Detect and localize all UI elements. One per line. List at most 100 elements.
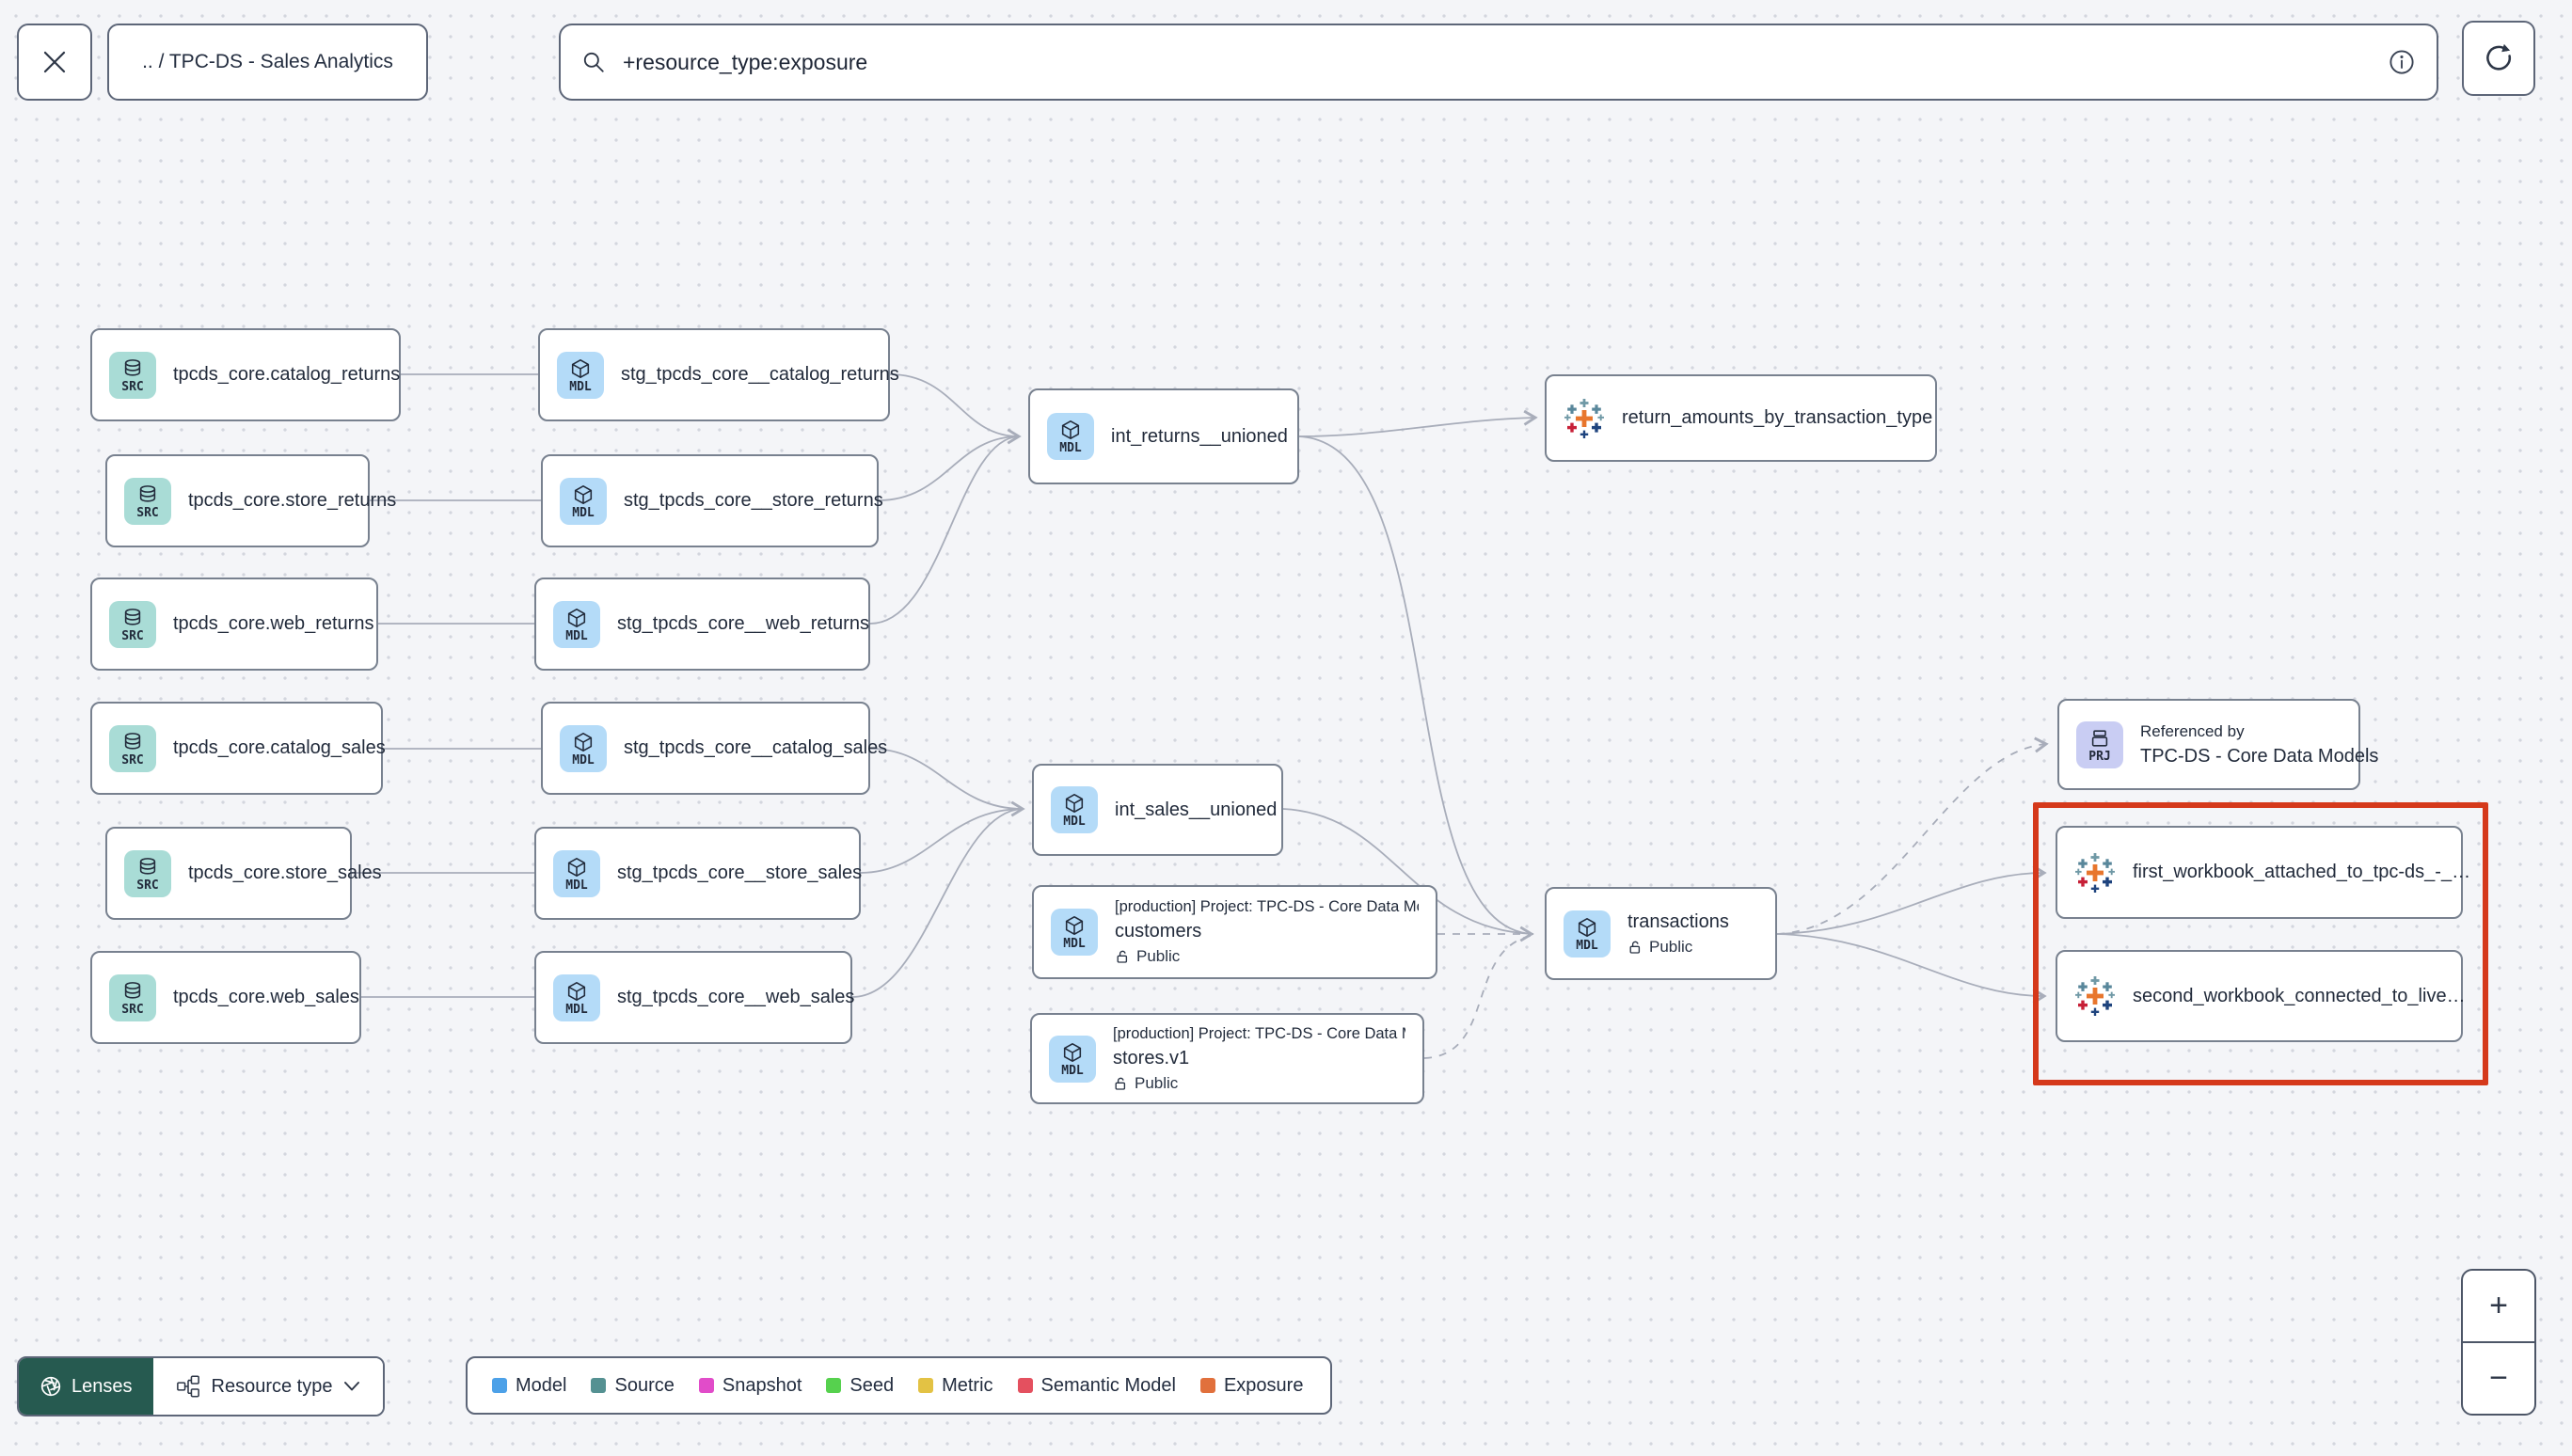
snapshot-swatch — [698, 1378, 714, 1393]
node-src-tpcds-core-store-sales[interactable]: SRC tpcds_core.store_sales — [105, 827, 382, 920]
node-exposure-second-workbook[interactable]: second_workbook_connected_to_live… — [2056, 950, 2466, 1042]
aperture-icon — [40, 1376, 61, 1397]
model-badge: MDL — [553, 973, 600, 1021]
node-label: stores.v1 — [1113, 1047, 1190, 1068]
model-badge: MDL — [553, 849, 600, 897]
source-swatch — [591, 1378, 607, 1393]
node-stg-tpcds-core-catalog-returns[interactable]: MDL stg_tpcds_core__catalog_returns — [538, 328, 899, 421]
lock-open-icon — [1113, 1076, 1128, 1091]
node-stg-tpcds-core-store-returns[interactable]: MDL stg_tpcds_core__store_returns — [541, 454, 883, 547]
access-label: Public — [1649, 937, 1693, 956]
node-int-sales-unioned[interactable]: MDL int_sales__unioned — [1032, 764, 1283, 856]
node-label: tpcds_core.web_returns — [173, 613, 374, 634]
source-badge: SRC — [109, 351, 156, 399]
access-row: Public — [1113, 1074, 1405, 1093]
legend-item-seed: Seed — [826, 1375, 894, 1397]
node-transactions[interactable]: MDL transactions Public — [1545, 887, 1777, 980]
legend-item-metric: Metric — [918, 1375, 993, 1397]
node-label: second_workbook_connected_to_live… — [2133, 985, 2466, 1006]
node-label: customers — [1115, 921, 1202, 942]
zoom-out-button[interactable]: − — [2463, 1343, 2534, 1414]
node-stg-tpcds-core-catalog-sales[interactable]: MDL stg_tpcds_core__catalog_sales — [541, 702, 887, 795]
node-label: first_workbook_attached_to_tpc-ds_-_… — [2133, 862, 2471, 882]
model-badge: MDL — [1051, 786, 1098, 833]
refresh-button[interactable] — [2462, 21, 2535, 96]
exposure-swatch — [1199, 1378, 1215, 1393]
node-src-tpcds-core-web-returns[interactable]: SRC tpcds_core.web_returns — [90, 578, 378, 671]
refresh-icon — [2486, 43, 2512, 71]
model-badge: MDL — [557, 351, 604, 399]
seed-swatch — [826, 1378, 842, 1393]
close-button[interactable] — [17, 24, 92, 101]
node-exposure-return-amounts-by-transaction-type[interactable]: return_amounts_by_transaction_type — [1545, 374, 1937, 462]
metric-swatch — [918, 1378, 934, 1393]
model-swatch — [492, 1378, 507, 1393]
node-stg-tpcds-core-store-sales[interactable]: MDL stg_tpcds_core__store_sales — [534, 827, 863, 920]
model-badge: MDL — [553, 600, 600, 648]
model-badge: MDL — [1564, 910, 1611, 957]
lenses-label: Lenses — [71, 1375, 133, 1397]
legend-item-model: Model — [492, 1375, 566, 1397]
lens-selector-resource-type[interactable]: Resource type — [152, 1358, 384, 1415]
node-label: stg_tpcds_core__web_returns — [617, 613, 869, 634]
lock-open-icon — [1115, 949, 1130, 964]
node-label: TPC-DS - Core Data Models — [2140, 745, 2379, 767]
legend-item-semantic-model: Semantic Model — [1017, 1375, 1176, 1397]
node-int-returns-unioned[interactable]: MDL int_returns__unioned — [1028, 388, 1299, 484]
node-label: tpcds_core.store_returns — [188, 490, 397, 511]
search-input[interactable] — [621, 48, 2373, 76]
lens-selector-label: Resource type — [211, 1375, 333, 1397]
zoom-controls: + − — [2461, 1269, 2536, 1416]
info-icon[interactable] — [2388, 48, 2416, 76]
lenses-control: Lenses Resource type — [17, 1356, 386, 1416]
node-label: stg_tpcds_core__store_sales — [617, 863, 863, 883]
minus-icon: − — [2489, 1360, 2508, 1396]
source-badge: SRC — [124, 477, 171, 525]
node-label: stg_tpcds_core__catalog_returns — [621, 364, 899, 385]
semantic-model-swatch — [1017, 1378, 1033, 1393]
node-exposure-first-workbook[interactable]: first_workbook_attached_to_tpc-ds_-_… — [2056, 826, 2470, 919]
node-customers[interactable]: MDL [production] Project: TPC-DS - Core … — [1032, 885, 1437, 979]
node-label: tpcds_core.web_sales — [173, 987, 359, 1007]
legend: Model Source Snapshot Seed Metric Semant… — [466, 1356, 1332, 1415]
source-badge: SRC — [124, 849, 171, 897]
source-badge: SRC — [109, 600, 156, 648]
tableau-icon — [1564, 398, 1605, 439]
node-label: stg_tpcds_core__store_returns — [624, 490, 883, 511]
model-badge: MDL — [1051, 909, 1098, 956]
legend-item-exposure: Exposure — [1199, 1375, 1303, 1397]
node-label: transactions — [1627, 910, 1729, 932]
node-stg-tpcds-core-web-returns[interactable]: MDL stg_tpcds_core__web_returns — [534, 578, 870, 671]
node-label: tpcds_core.catalog_sales — [173, 737, 386, 758]
search-bar — [559, 24, 2438, 101]
breadcrumb[interactable]: .. / TPC-DS - Sales Analytics — [107, 24, 428, 101]
node-label: stg_tpcds_core__web_sales — [617, 987, 855, 1007]
access-row: Public — [1115, 947, 1419, 966]
project-badge: PRJ — [2076, 720, 2123, 768]
node-src-tpcds-core-catalog-sales[interactable]: SRC tpcds_core.catalog_sales — [90, 702, 386, 795]
node-stg-tpcds-core-web-sales[interactable]: MDL stg_tpcds_core__web_sales — [534, 951, 855, 1044]
zoom-in-button[interactable]: + — [2463, 1271, 2534, 1343]
node-src-tpcds-core-store-returns[interactable]: SRC tpcds_core.store_returns — [105, 454, 396, 547]
model-badge: MDL — [1047, 413, 1094, 460]
lenses-button[interactable]: Lenses — [19, 1358, 153, 1415]
legend-item-snapshot: Snapshot — [698, 1375, 802, 1397]
chevron-down-icon — [344, 1382, 360, 1391]
access-row: Public — [1627, 938, 1729, 957]
node-src-tpcds-core-catalog-returns[interactable]: SRC tpcds_core.catalog_returns — [90, 328, 401, 421]
resource-type-icon — [176, 1375, 199, 1398]
source-badge: SRC — [109, 724, 156, 772]
access-label: Public — [1135, 1073, 1179, 1092]
access-label: Public — [1136, 947, 1181, 965]
close-icon — [43, 51, 66, 73]
model-badge: MDL — [560, 477, 607, 525]
highlight-rectangle — [2033, 802, 2488, 1085]
source-badge: SRC — [109, 973, 156, 1021]
node-stores-v1[interactable]: MDL [production] Project: TPC-DS - Core … — [1030, 1013, 1424, 1104]
lock-open-icon — [1627, 940, 1643, 955]
node-referenced-by-project[interactable]: PRJ Referenced by TPC-DS - Core Data Mod… — [2057, 699, 2379, 790]
node-src-tpcds-core-web-sales[interactable]: SRC tpcds_core.web_sales — [90, 951, 361, 1044]
model-badge: MDL — [560, 724, 607, 772]
